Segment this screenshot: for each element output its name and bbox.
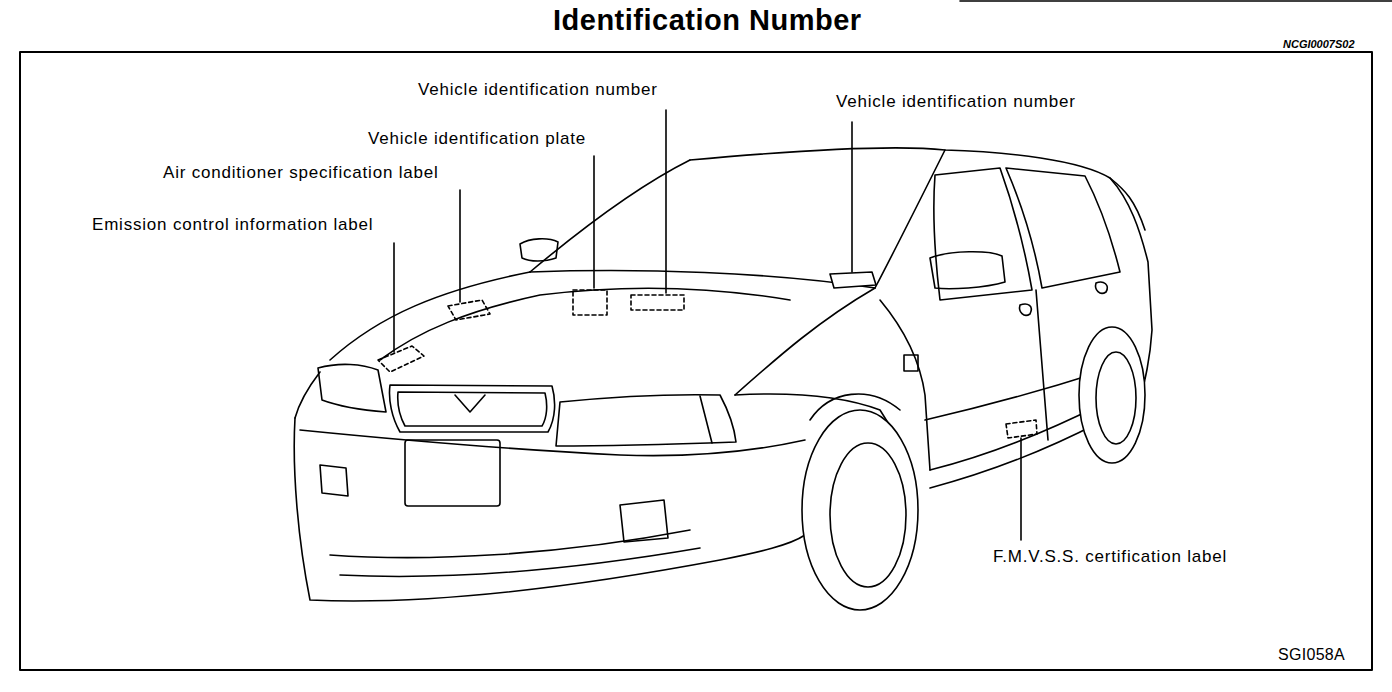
callout-label: Vehicle identification plate <box>368 129 586 149</box>
callout-label: Vehicle identification number <box>836 92 1076 112</box>
callout-label: Emission control information label <box>92 215 373 235</box>
drawing-code: NCGI0007S02 <box>1283 38 1355 51</box>
location-marker <box>378 290 1037 438</box>
car-body <box>294 148 1152 610</box>
frame <box>20 52 1372 670</box>
header-rule <box>960 0 1392 2</box>
callout-label: Vehicle identification number <box>418 80 658 100</box>
leader-line <box>394 110 1021 540</box>
callout-label: Air conditioner specification label <box>163 163 439 183</box>
vin-plate <box>830 272 876 288</box>
figure-code: SGI058A <box>1278 646 1345 664</box>
callout-label: F.M.V.S.S. certification label <box>993 547 1227 567</box>
diagram-title: Identification Number <box>553 4 862 37</box>
